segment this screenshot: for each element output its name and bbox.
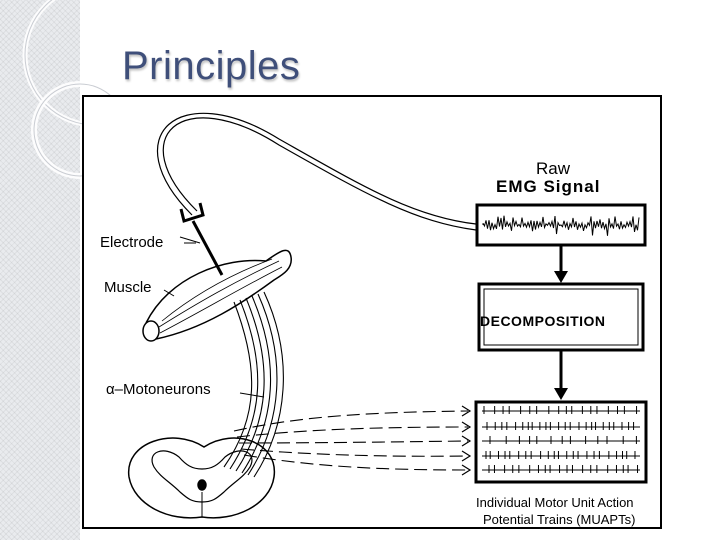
motoneurons-label: α–Motoneurons bbox=[106, 381, 211, 398]
emg-decomposition-figure: Electrode Muscle α–Motoneurons Raw EMG S… bbox=[82, 95, 662, 529]
muapt-caption-line1: Individual Motor Unit Action bbox=[476, 495, 634, 510]
slide-title: Principles bbox=[122, 44, 301, 88]
electrode-cable bbox=[157, 112, 477, 231]
raw-label: Raw bbox=[536, 159, 571, 178]
arrow-to-muapts bbox=[554, 350, 568, 400]
diagram-canvas bbox=[128, 112, 648, 519]
decomposition-label: DECOMPOSITION bbox=[480, 313, 606, 329]
electrode bbox=[179, 202, 224, 276]
raw-emg-trace bbox=[482, 215, 640, 236]
arrow-to-decomposition bbox=[554, 245, 568, 283]
emg-signal-label: EMG Signal bbox=[496, 177, 601, 196]
muapt-caption-line2: Potential Trains (MUAPTs) bbox=[483, 512, 636, 527]
muapt-spike-trains bbox=[482, 406, 640, 473]
electrode-label: Electrode bbox=[100, 234, 164, 251]
sidebar-texture bbox=[0, 0, 80, 540]
arrowheads bbox=[461, 405, 472, 476]
muscle-drawing bbox=[142, 249, 292, 342]
motor-unit-arrows bbox=[233, 410, 469, 471]
motoneuron-bundle bbox=[223, 291, 284, 478]
spinal-cord bbox=[128, 437, 275, 519]
label-leaders bbox=[163, 242, 196, 297]
muscle-label: Muscle bbox=[104, 279, 152, 296]
